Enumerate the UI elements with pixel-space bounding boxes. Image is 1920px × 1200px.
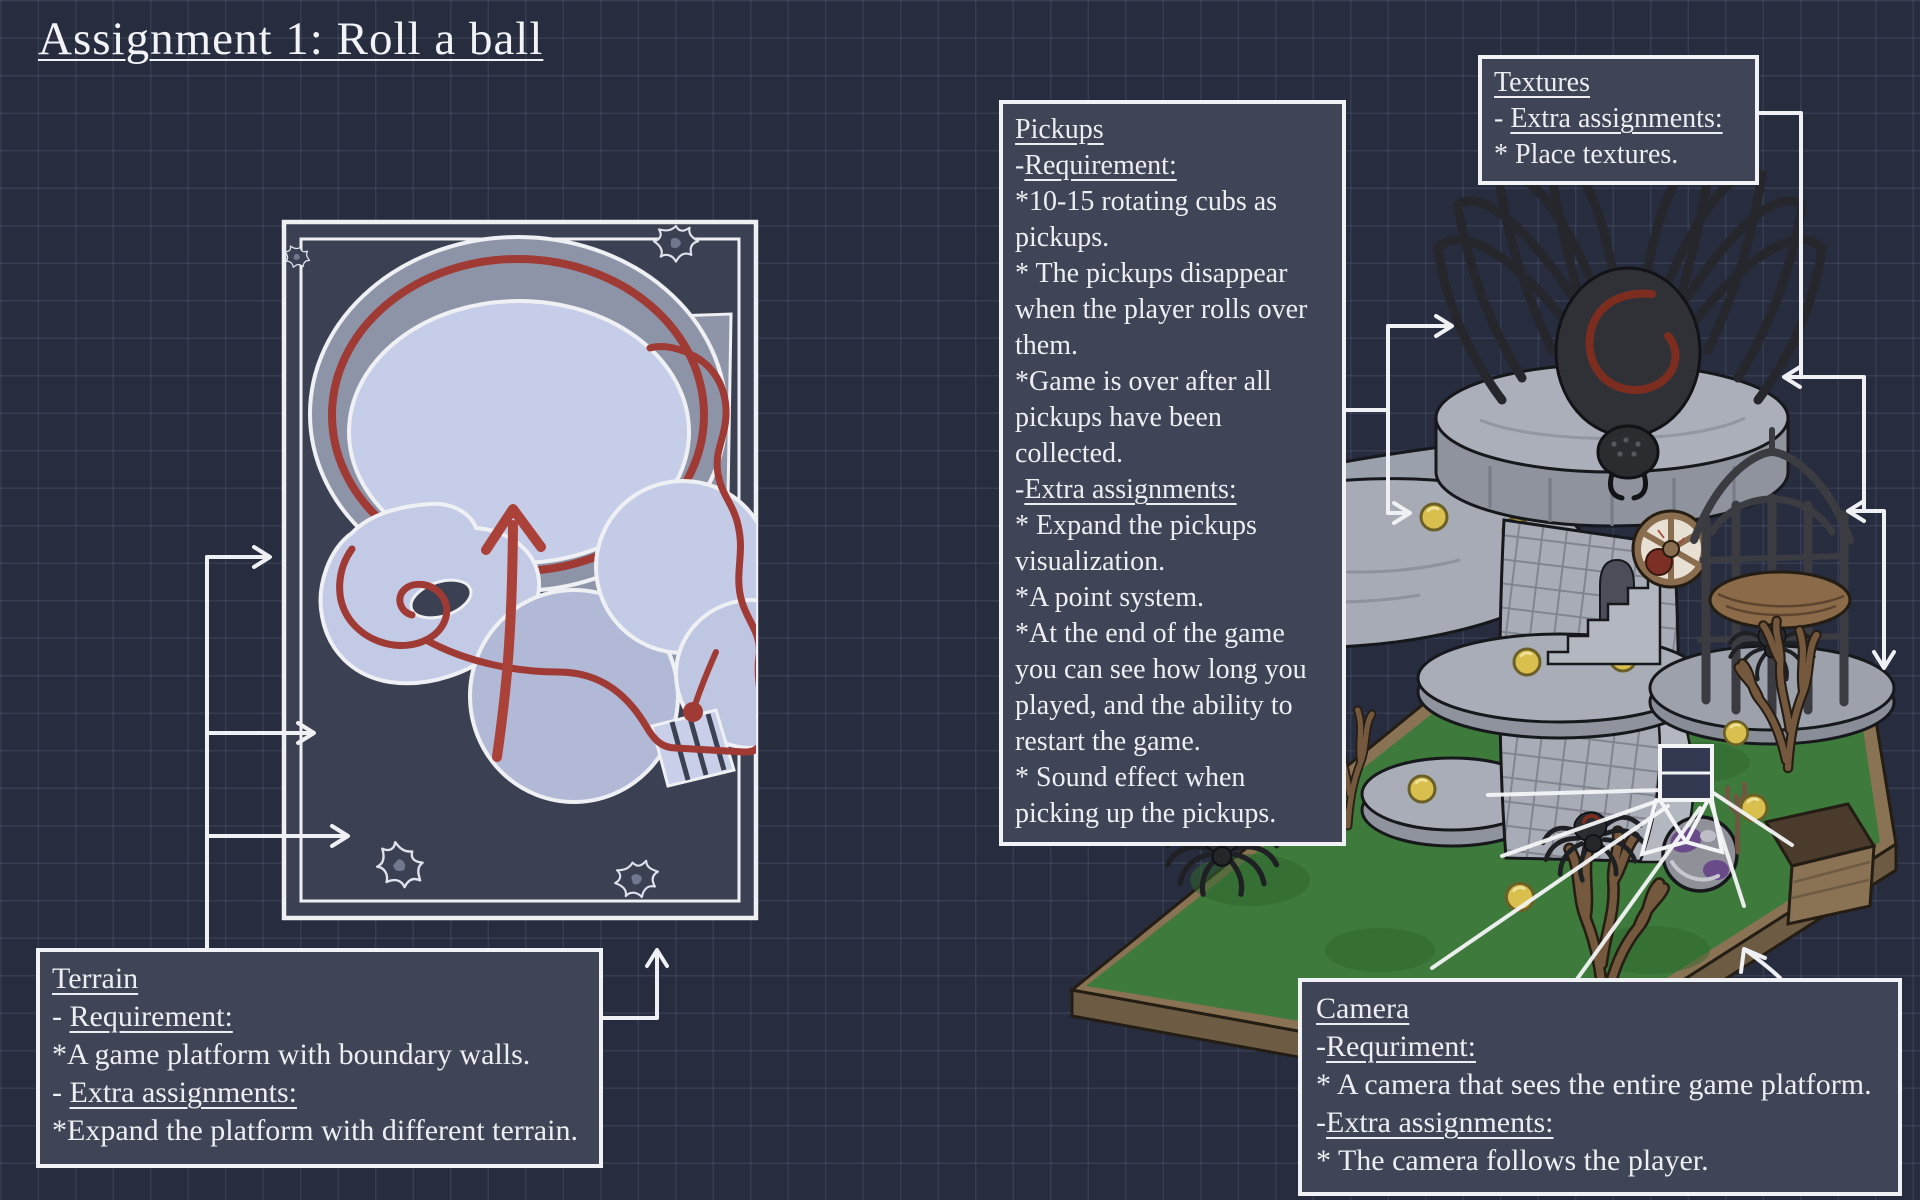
text-line: *Game is over after all: [1015, 366, 1272, 397]
text-line: -Extra assignments:: [1015, 474, 1237, 505]
text-line: *A point system.: [1015, 582, 1205, 613]
text-line: * The camera follows the player.: [1316, 1144, 1709, 1177]
text-line: * Expand the pickups: [1015, 510, 1257, 541]
text-line: them.: [1015, 330, 1078, 361]
text-line: * A camera that sees the entire game pla…: [1316, 1068, 1872, 1101]
text-line: *A game platform with boundary walls.: [52, 1038, 531, 1071]
ramp: [1763, 802, 1877, 926]
text-line: played, and the ability to: [1015, 690, 1293, 721]
direction-arrow-icon: [481, 504, 546, 762]
text-line: Camera: [1316, 992, 1410, 1025]
spider-icon: [1433, 150, 1827, 501]
text-line: -Extra assignments:: [1316, 1106, 1554, 1139]
text-line: -Requirement:: [1015, 150, 1177, 181]
textures-connector-arrows: [1756, 111, 1896, 670]
text-line: pickups.: [1015, 222, 1110, 253]
text-line: pickups have been: [1015, 402, 1222, 433]
camera-note-box: Camera -Requriment: * A camera that sees t…: [1298, 978, 1902, 1196]
wooden-wheel-icon: [1631, 509, 1711, 589]
camera-wireframe-icon: [1430, 744, 1794, 1002]
red-start-dot: [683, 702, 703, 722]
pickup-ball-icon: [1722, 719, 1750, 747]
text-line: * Sound effect when: [1015, 762, 1246, 793]
text-line: restart the game.: [1015, 726, 1201, 757]
map-sketch: [281, 219, 759, 921]
red-track-stub: [692, 649, 719, 708]
text-line: * Place textures.: [1494, 139, 1679, 170]
low-platter: [1360, 756, 1544, 848]
pickup-ball-icon: [1512, 647, 1542, 677]
red-track-spiral: [336, 545, 451, 650]
text-line: when the player rolls over: [1015, 294, 1308, 325]
text-line: *At the end of the game: [1015, 618, 1285, 649]
sapling: [1724, 781, 1748, 855]
text-line: -Requriment:: [1316, 1030, 1476, 1063]
text-line: Pickups: [1015, 114, 1104, 145]
textures-note-box: Textures - Extra assignments: * Place text…: [1478, 55, 1759, 185]
pickups-note-box: Pickups -Requirement: *10-15 rotating cubs…: [999, 100, 1346, 846]
text-line: you can see how long you: [1015, 654, 1307, 685]
pickup-ball-icon: [1407, 774, 1437, 804]
text-line: - Requirement:: [52, 1000, 233, 1033]
text-line: visualization.: [1015, 546, 1166, 577]
text-line: - Extra assignments:: [52, 1076, 297, 1109]
terrain-connector-arrows: [205, 545, 669, 1020]
text-line: - Extra assignments:: [1494, 103, 1723, 134]
text-line: collected.: [1015, 438, 1124, 469]
camera-connector-arrow: [1739, 947, 1782, 980]
pickup-ball-icon: [1419, 502, 1449, 532]
terrain-note-box: Terrain - Requirement: *A game platform wi…: [36, 948, 603, 1168]
text-line: *10-15 rotating cubs as: [1015, 186, 1278, 217]
text-line: Textures: [1494, 67, 1591, 98]
tower-stairs: [1546, 570, 1662, 666]
page-title: Assignment 1: Roll a ball: [38, 13, 544, 65]
red-track-hook: [422, 343, 756, 756]
text-line: picking up the pickups.: [1015, 798, 1277, 829]
text-line: *Expand the platform with different terr…: [52, 1114, 578, 1147]
text-line: * The pickups disappear: [1015, 258, 1288, 289]
pickups-connector-arrows: [1344, 314, 1454, 525]
text-line: Terrain: [52, 962, 139, 995]
pickup-ball-icon: [1739, 793, 1769, 823]
